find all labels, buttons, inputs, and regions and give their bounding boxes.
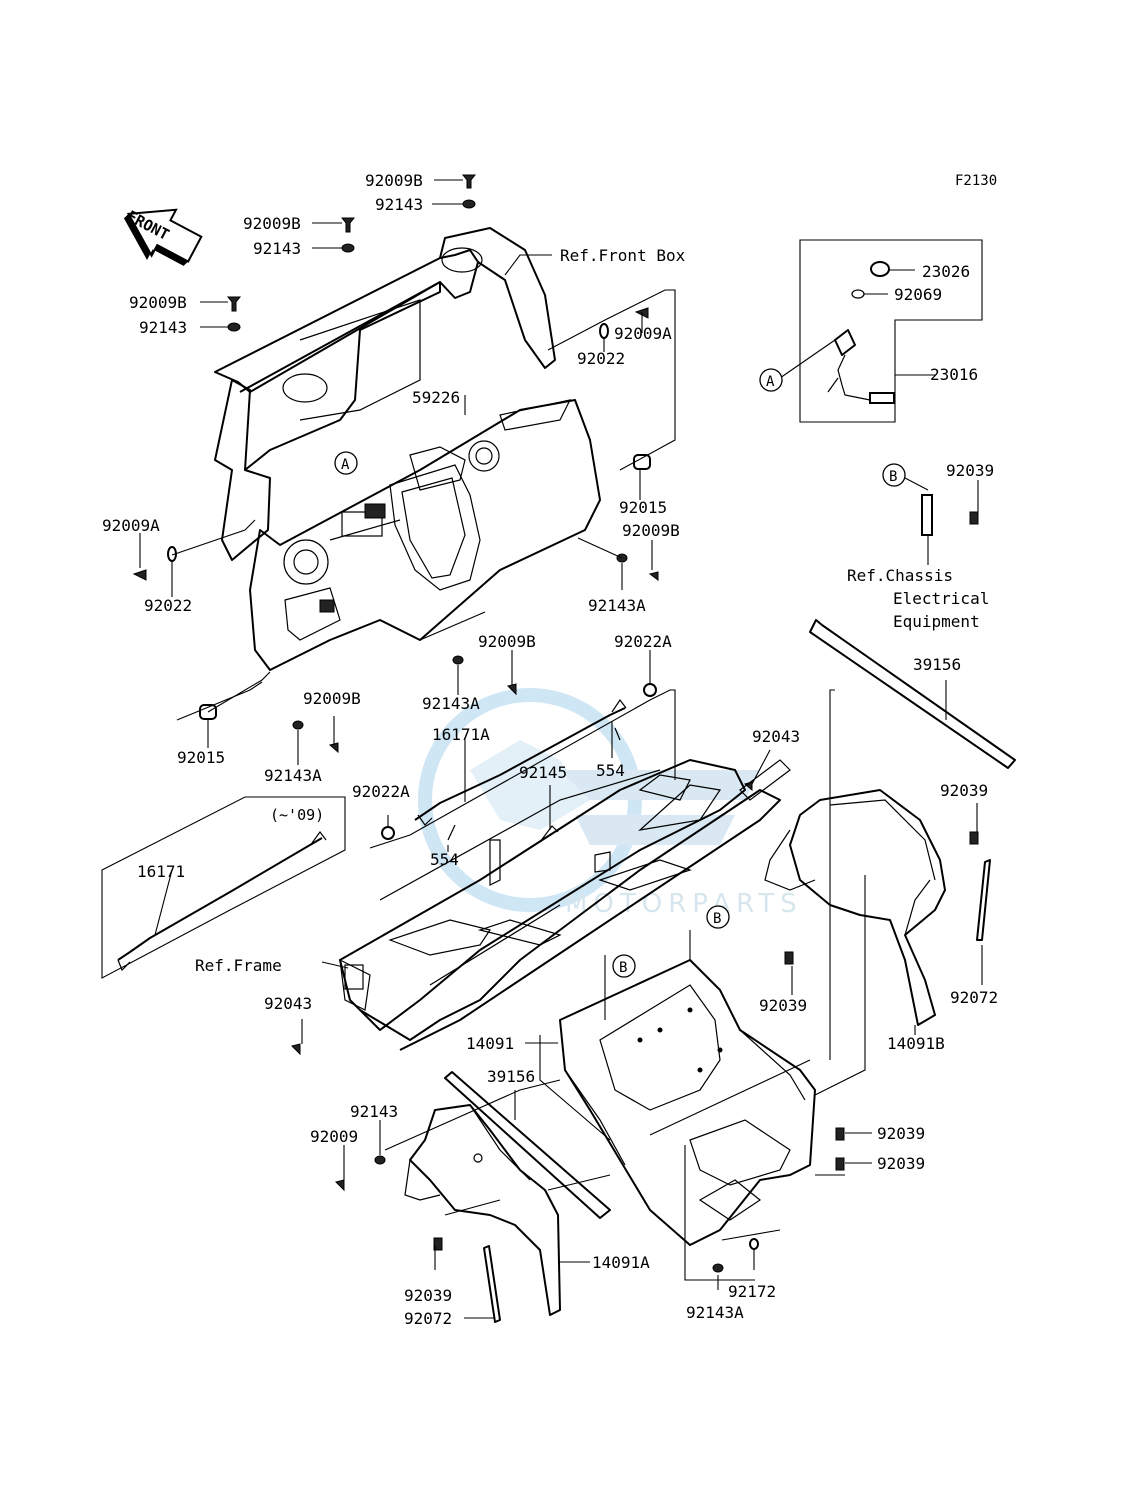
clip-ref-chassis	[921, 494, 933, 536]
figure-code: F2130	[955, 173, 997, 189]
label-ref-chassis-2: Electrical	[893, 589, 989, 608]
label-92143A-r: 92143A	[588, 596, 646, 615]
dash-panel-59226	[214, 227, 601, 671]
label-92039-c: 92039	[759, 996, 807, 1015]
label-92015-l: 92015	[177, 748, 225, 767]
label-16171A: 16171A	[432, 725, 490, 744]
callout-b-floor: B	[619, 960, 627, 976]
label-92143-2: 92143	[253, 239, 301, 258]
label-92009B-l: 92009B	[303, 689, 361, 708]
label-92009A-l: 92009A	[102, 516, 160, 535]
label-39156-r: 39156	[913, 655, 961, 674]
label-23016: 23016	[930, 365, 978, 384]
label-92172: 92172	[728, 1282, 776, 1301]
label-92039-bl: 92039	[404, 1286, 452, 1305]
watermark-text: MOTORPARTS	[565, 889, 803, 919]
label-92022-l: 92022	[144, 596, 192, 615]
label-92043-l: 92043	[264, 994, 312, 1013]
rod-92072-right	[976, 859, 991, 941]
callout-a-upper: A	[341, 457, 350, 473]
collar-92015-right	[633, 454, 651, 470]
watermark: MOTORPARTS	[418, 688, 803, 919]
label-92143-b: 92143	[350, 1102, 398, 1121]
label-92022-r: 92022	[577, 349, 625, 368]
label-92072-l: 92072	[404, 1309, 452, 1328]
label-554-l: 554	[430, 850, 459, 869]
inset-16171	[101, 796, 346, 979]
rod-16171A	[414, 698, 627, 843]
callout-b-frame: B	[713, 911, 721, 927]
label-92039-b2: 92039	[877, 1154, 925, 1173]
front-box-side	[439, 247, 483, 273]
label-92143-3: 92143	[139, 318, 187, 337]
label-92143A-b: 92143A	[686, 1303, 744, 1322]
label-39156-l: 39156	[487, 1067, 535, 1086]
label-16171: 16171	[137, 862, 185, 881]
trim-39156-right	[809, 619, 1016, 769]
label-59226: 59226	[412, 388, 460, 407]
front-arrow-icon: FRONT	[124, 207, 203, 266]
label-92009B-top: 92009B	[365, 171, 423, 190]
label-92009-b: 92009	[310, 1127, 358, 1146]
fender-14091A	[404, 1104, 561, 1316]
label-ref-chassis-1: Ref.Chassis	[847, 566, 953, 585]
label-92009B-c: 92009B	[478, 632, 536, 651]
label-92143A-c: 92143A	[422, 694, 480, 713]
label-14091A: 14091A	[592, 1253, 650, 1272]
frame-assembly	[339, 759, 791, 1051]
label-92039-r: 92039	[940, 781, 988, 800]
callout-b-ref: B	[889, 469, 897, 485]
label-92009B-2: 92009B	[243, 214, 301, 233]
label-92143A-l: 92143A	[264, 766, 322, 785]
rod-92072-left	[483, 1245, 501, 1323]
inset-label: (~'09)	[270, 806, 324, 824]
callout-a-inset: A	[766, 374, 775, 390]
label-92009B-r: 92009B	[622, 521, 680, 540]
trim-39156-left	[444, 1071, 611, 1219]
label-14091B: 14091B	[887, 1034, 945, 1053]
label-92009B-3: 92009B	[129, 293, 187, 312]
part-labels: 92009B 92143 92009B 92143 Ref.Front Box …	[102, 171, 998, 1328]
label-92143-top: 92143	[375, 195, 423, 214]
leader-lines	[139, 179, 983, 1319]
label-92039-b1: 92039	[877, 1124, 925, 1143]
label-92015-r: 92015	[619, 498, 667, 517]
label-23026: 23026	[922, 262, 970, 281]
harness-inset-23016	[799, 239, 983, 423]
label-92145: 92145	[519, 763, 567, 782]
label-92022A-r: 92022A	[614, 632, 672, 651]
label-92043-r: 92043	[752, 727, 800, 746]
label-92022A-l: 92022A	[352, 782, 410, 801]
label-ref-front-box: Ref.Front Box	[560, 246, 686, 265]
label-14091: 14091	[466, 1034, 514, 1053]
fender-14091B	[764, 789, 946, 1026]
label-92069: 92069	[894, 285, 942, 304]
label-ref-chassis-3: Equipment	[893, 612, 980, 631]
label-92009A-r: 92009A	[614, 324, 672, 343]
callouts: A A B B B	[334, 368, 906, 978]
label-ref-frame: Ref.Frame	[195, 956, 282, 975]
label-92039-ref: 92039	[946, 461, 994, 480]
label-92072-r: 92072	[950, 988, 998, 1007]
label-554-r: 554	[596, 761, 625, 780]
